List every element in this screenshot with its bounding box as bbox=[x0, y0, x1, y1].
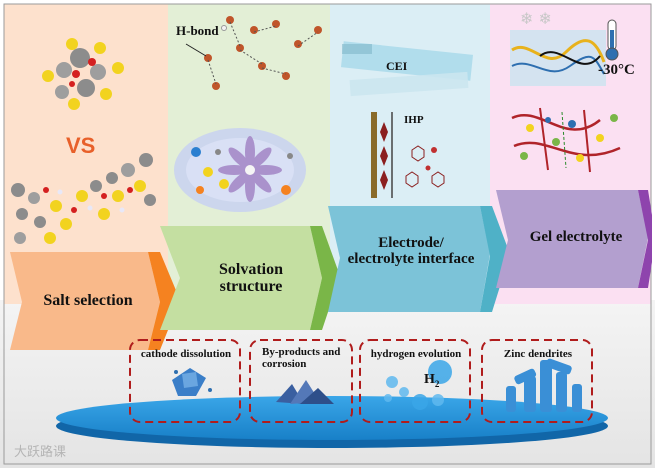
gel-network-bottom bbox=[511, 107, 621, 173]
problem-label-dendrites: Zinc dendrites bbox=[503, 348, 573, 360]
arrow-tip-purple bbox=[638, 190, 652, 288]
stage-arrow-interface bbox=[328, 206, 490, 312]
gel-network-top: ❄ ❄ bbox=[510, 9, 606, 86]
watermark: 大跃路课 bbox=[14, 445, 67, 460]
problem-box-cathode bbox=[129, 339, 241, 423]
stage-label-solvation: Solvation structure bbox=[218, 261, 283, 295]
hbond-molecules bbox=[185, 16, 322, 90]
cathode-crystal-icon bbox=[172, 368, 212, 396]
problem-label-corrosion: By-products and corrosion bbox=[262, 346, 341, 371]
problem-box-corrosion bbox=[249, 339, 353, 423]
stage-arrow-solvation bbox=[160, 226, 322, 330]
temperature-label: -30°C bbox=[598, 62, 635, 78]
problem-box-hydrogen bbox=[359, 339, 471, 423]
stage-label-salt: Salt selection bbox=[43, 292, 133, 309]
problem-label-cathode: cathode dissolution bbox=[140, 348, 232, 360]
formula-subscript: 2 bbox=[434, 378, 440, 389]
solvation-shell bbox=[174, 128, 306, 212]
stage-label-gel: Gel electrolyte bbox=[529, 229, 623, 245]
arrow-tip-teal bbox=[480, 206, 510, 312]
problem-box-dendrites bbox=[481, 339, 593, 423]
cei-layer bbox=[340, 41, 474, 97]
svg-text:❄ ❄: ❄ ❄ bbox=[520, 9, 552, 28]
byproduct-shards-icon bbox=[276, 380, 334, 404]
cei-label: CEI bbox=[386, 59, 408, 73]
salt-chain-bottom bbox=[11, 153, 156, 244]
formula-h: H bbox=[424, 372, 435, 387]
arrow-tip-green bbox=[310, 226, 340, 330]
hbond-label: H-bond bbox=[176, 23, 219, 38]
salt-cluster-top bbox=[42, 38, 124, 110]
stage-arrow-gel bbox=[496, 190, 648, 288]
hydrogen-formula: H2 bbox=[424, 372, 439, 390]
ihp-label: IHP bbox=[404, 114, 424, 126]
hydrogen-bubbles-icon bbox=[384, 360, 452, 410]
arrow-tip-orange bbox=[148, 252, 180, 350]
problem-label-hydrogen: hydrogen evolution bbox=[370, 348, 462, 360]
stage-label-interface: Electrode/ electrolyte interface bbox=[347, 235, 475, 267]
vs-label: VS bbox=[66, 133, 96, 158]
stage-arrow-salt bbox=[10, 252, 160, 350]
ihp-structure bbox=[371, 112, 445, 198]
thermometer-icon bbox=[605, 19, 619, 61]
zinc-dendrite-icon bbox=[506, 358, 582, 412]
